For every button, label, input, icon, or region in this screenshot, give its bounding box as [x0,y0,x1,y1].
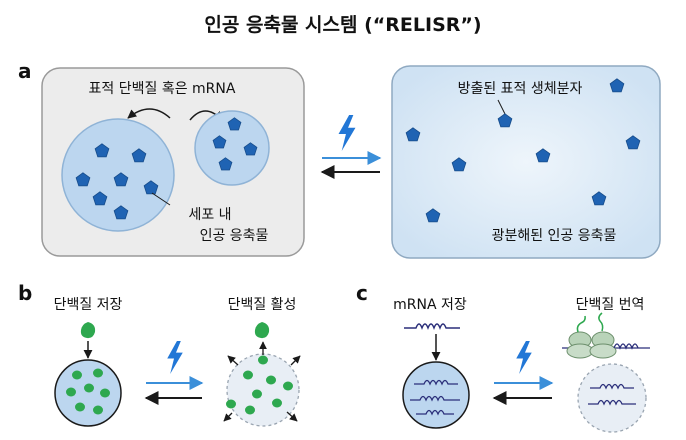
panel-b-right-label: 단백질 활성 [228,297,297,313]
panel-a-left-top-label: 표적 단백질 혹은 mRNA [89,81,236,97]
storage-condensate [54,359,122,427]
dissolved-mrna-condensate [577,363,647,433]
panel-c-left-label: mRNA 저장 [393,297,467,313]
mrna-condensate [402,361,470,429]
released-mrna [588,383,636,406]
released-pointer [497,99,506,115]
panel-b-left-label: 단백질 저장 [54,297,123,313]
protein-drop-icon [80,322,96,339]
exchange-arrow-bottom [127,108,171,119]
panel-a-right-top-label: 방출된 표적 생체분자 [458,81,583,97]
stored-proteins [66,368,110,415]
panel-a-right-bottom-label: 광분해된 인공 응축물 [492,228,617,244]
cell-label-line2: 인공 응축물 [200,228,269,244]
panel-a-letter: a [18,59,32,83]
released-protein-top [254,322,270,339]
lightning-icon [167,341,183,374]
cell-label-pointer [151,192,171,206]
panel-a-right-box [391,65,661,259]
stored-mrna [410,379,460,416]
figure-title: 인공 응축물 시스템 (“RELISR”) [204,14,481,36]
lightning-icon [516,341,532,374]
panel-c-right-label: 단백질 번역 [576,297,645,313]
small-condensate [194,110,270,186]
ribosome-icon [562,312,650,359]
release-arrows [223,341,301,422]
cell-label-line1: 세포 내 [188,207,231,223]
active-proteins [226,355,293,415]
mrna-strand-icon [404,323,460,330]
lightning-icon [338,115,356,151]
panel-b-letter: b [18,281,32,305]
panel-c-letter: c [356,281,368,305]
